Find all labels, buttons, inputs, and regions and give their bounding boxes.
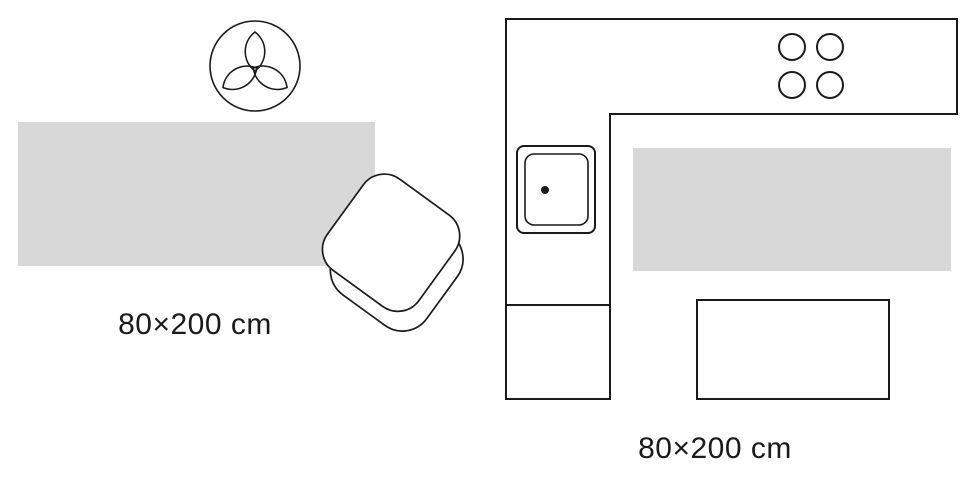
plant-top-view-icon	[209, 20, 301, 112]
runner-rug-left	[18, 122, 375, 266]
armchair-icon	[321, 173, 464, 332]
table-outline	[696, 299, 890, 400]
size-label-right: 80×200 cm	[638, 432, 792, 465]
sink-icon	[516, 145, 596, 234]
runner-rug-right	[633, 148, 951, 271]
l-shaped-counter-outline	[505, 18, 958, 400]
hob-burners-icon	[778, 33, 844, 99]
size-label-left: 80×200 cm	[118, 308, 272, 341]
